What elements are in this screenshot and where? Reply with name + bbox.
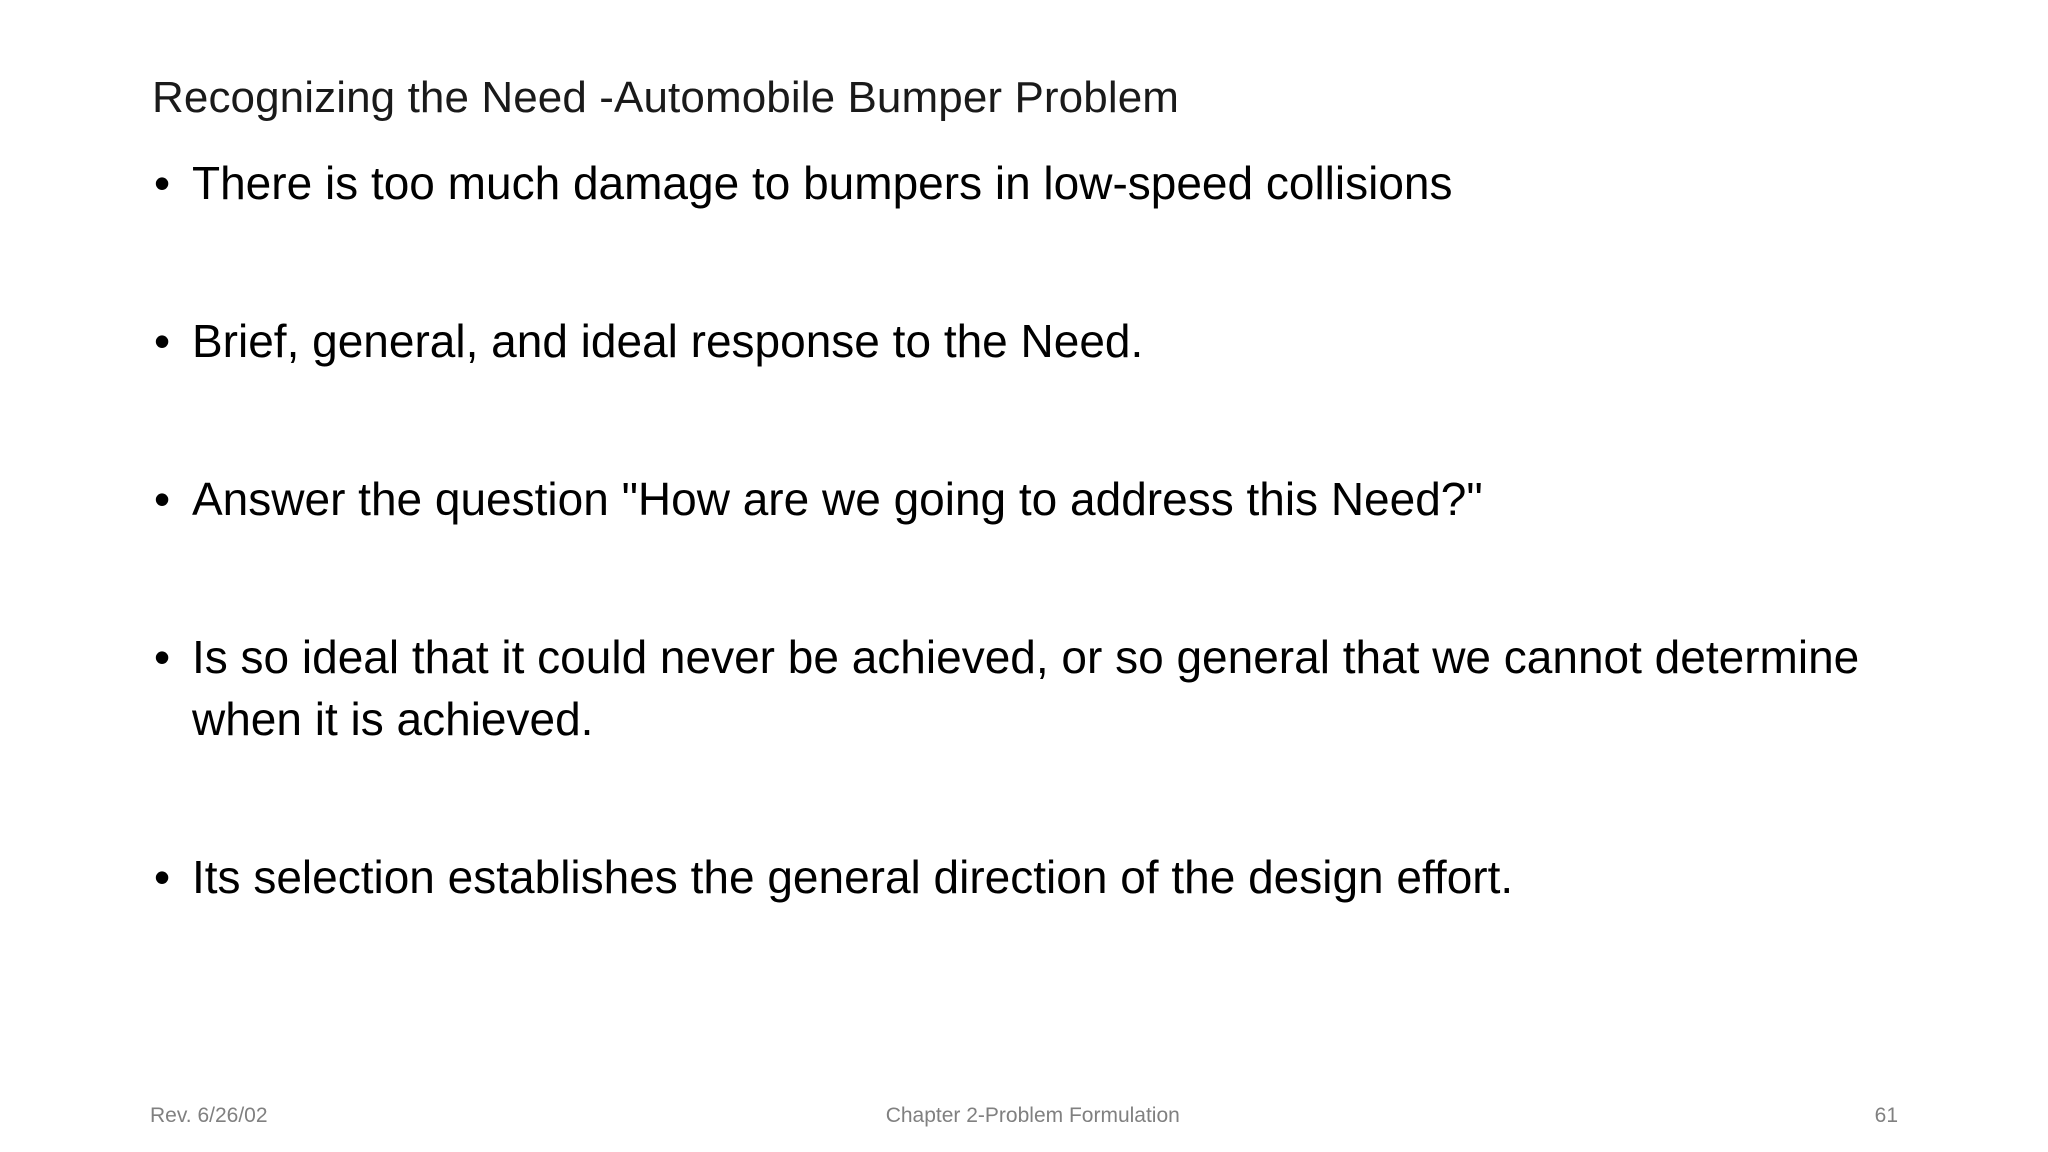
list-item-text: There is too much damage to bumpers in l… [192,157,1453,209]
list-item-text: Answer the question "How are we going to… [192,473,1483,525]
footer-page-number: 61 [1874,1104,1898,1127]
list-item: • Answer the question "How are we going … [150,468,1910,530]
bullet-list: • There is too much damage to bumpers in… [150,152,1910,908]
bullet-point-icon: • [154,631,171,683]
title-block: Recognizing the Need -Automobile Bumper … [152,72,1912,125]
list-item-text: Is so ideal that it could never be achie… [192,631,1860,745]
list-item: • Its selection establishes the general … [150,846,1910,908]
list-item: • Brief, general, and ideal response to … [150,310,1910,372]
list-item-text: Brief, general, and ideal response to th… [192,315,1144,367]
bullet-point-icon: • [154,157,171,209]
list-item: • Is so ideal that it could never be ach… [150,626,1910,750]
bullet-point-icon: • [154,315,171,367]
slide-footer: Rev. 6/26/02 Chapter 2-Problem Formulati… [0,1096,2048,1136]
list-item: • There is too much damage to bumpers in… [150,152,1910,214]
list-item-text: Its selection establishes the general di… [192,851,1514,903]
page-title: Recognizing the Need -Automobile Bumper … [152,73,1180,122]
footer-revision-date: Rev. 6/26/02 [150,1104,268,1127]
bullet-point-icon: • [154,473,171,525]
bullet-point-icon: • [154,851,171,903]
footer-chapter-label: Chapter 2-Problem Formulation [885,1104,1180,1127]
